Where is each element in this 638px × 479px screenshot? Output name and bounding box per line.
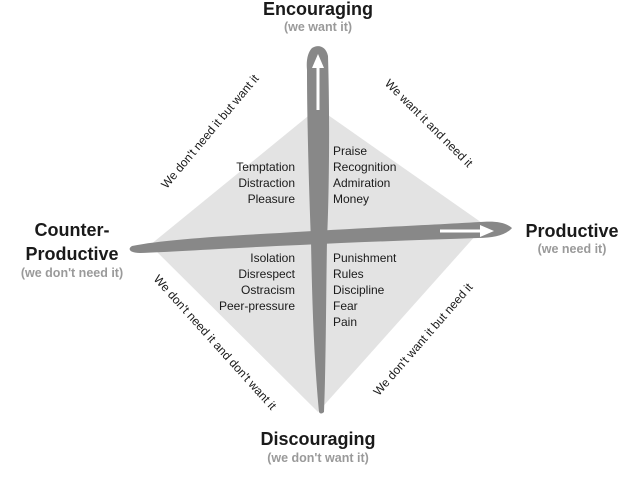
right-arrow-icon [440, 225, 494, 237]
quadrant-item: Temptation [236, 160, 295, 174]
quadrant-bottom-right: Punishment Rules Discipline Fear Pain [333, 251, 397, 329]
quadrant-item: Admiration [333, 176, 390, 190]
up-arrow-icon [312, 54, 324, 110]
quadrant-item: Distraction [238, 176, 295, 190]
quadrant-item: Peer-pressure [219, 299, 295, 313]
quadrant-top-left: Temptation Distraction Pleasure [236, 160, 295, 206]
pole-bottom-subtitle: (we don't want it) [267, 451, 369, 465]
quadrant-top-right: Praise Recognition Admiration Money [333, 144, 396, 206]
pole-left-title-line1: Counter- [35, 220, 110, 240]
diagonal-top-right: We want it and need it [382, 76, 476, 170]
pole-top-subtitle: (we want it) [284, 20, 352, 34]
pole-bottom-title: Discouraging [260, 429, 375, 449]
pole-left-subtitle: (we don't need it) [21, 266, 123, 280]
quadrant-item: Fear [333, 299, 358, 313]
quadrant-item: Rules [333, 267, 364, 281]
vertical-axis-stroke [306, 46, 330, 414]
quadrant-item: Ostracism [241, 283, 295, 297]
quadrant-item: Pleasure [248, 192, 296, 206]
pole-right-title: Productive [525, 221, 618, 241]
pole-left-title-line2: Productive [25, 244, 118, 264]
quadrant-item: Punishment [333, 251, 397, 265]
pole-top-title: Encouraging [263, 0, 373, 19]
quadrant-item: Disrespect [238, 267, 295, 281]
pole-right-subtitle: (we need it) [538, 242, 607, 256]
quadrant-item: Money [333, 192, 369, 206]
quadrant-item: Discipline [333, 283, 385, 297]
horizontal-axis-stroke [129, 221, 512, 253]
quadrant-item: Pain [333, 315, 357, 329]
quadrant-item: Isolation [250, 251, 295, 265]
quadrant-item: Recognition [333, 160, 396, 174]
quadrant-item: Praise [333, 144, 367, 158]
quadrant-bottom-left: Isolation Disrespect Ostracism Peer-pres… [219, 251, 296, 313]
